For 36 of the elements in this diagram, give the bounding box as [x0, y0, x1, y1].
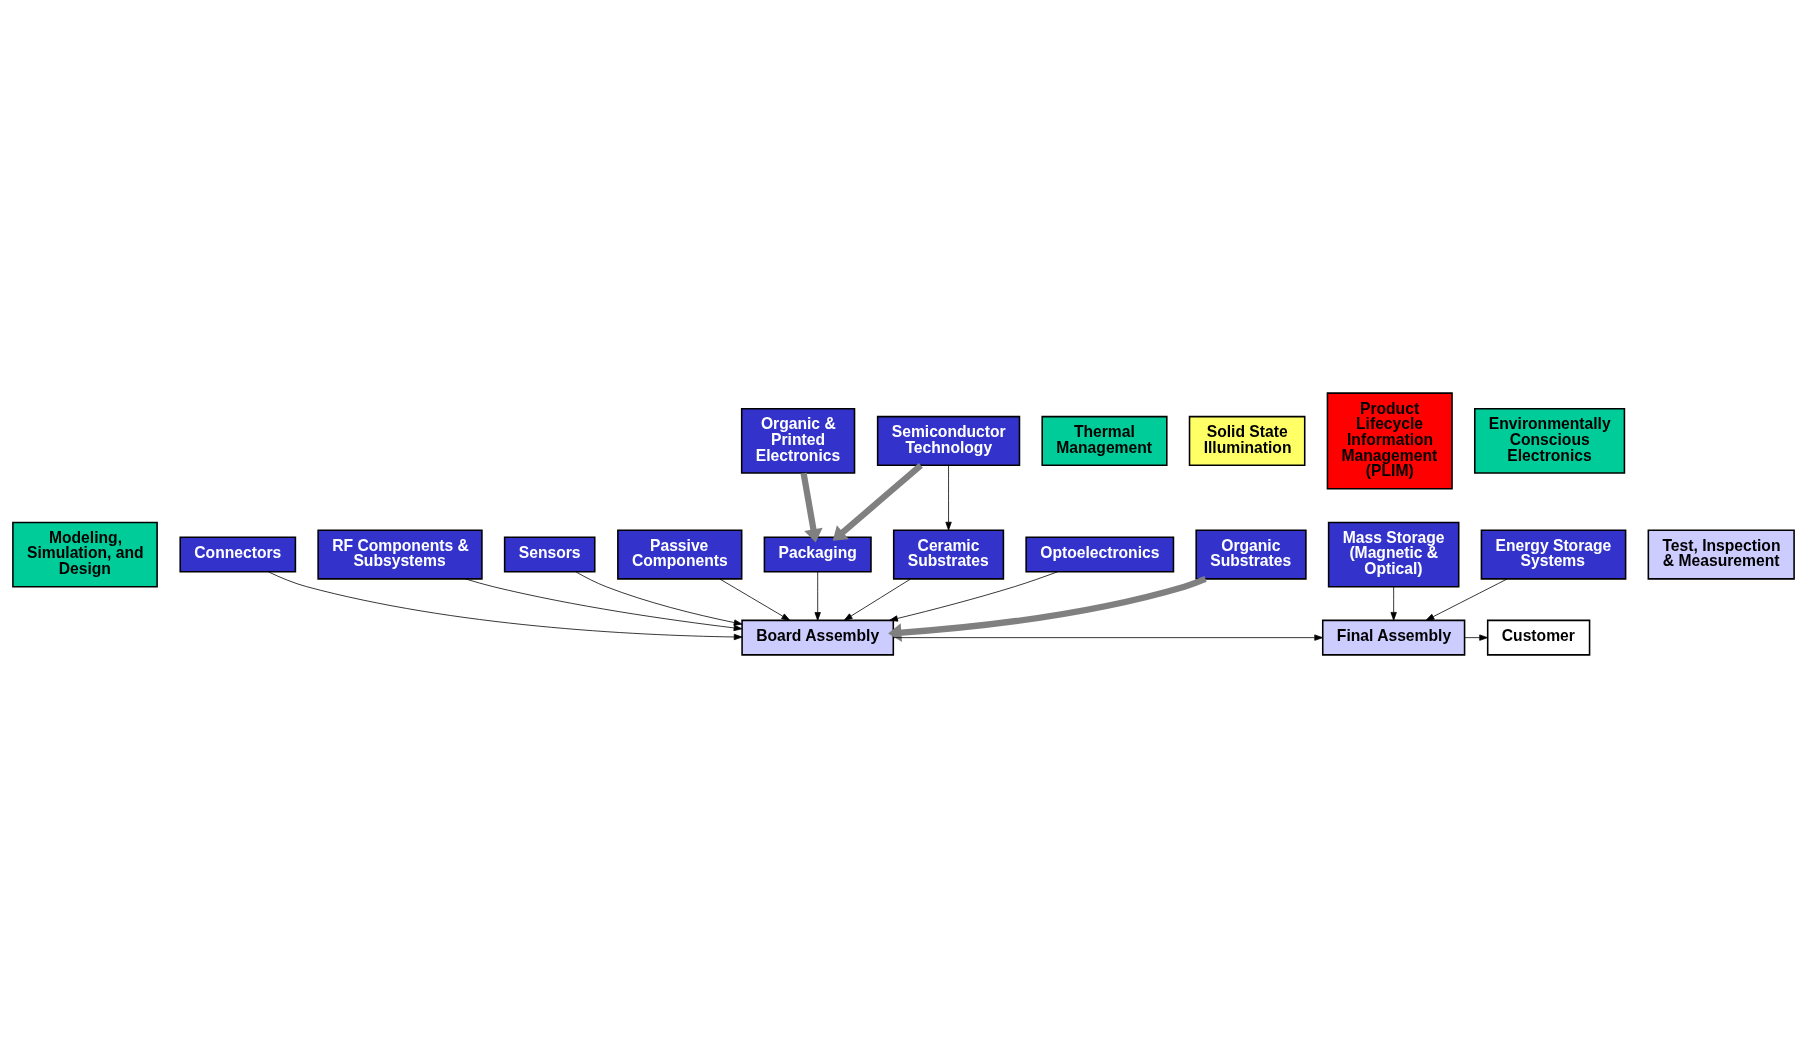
arrow [575, 571, 743, 626]
node-box: Sensors [503, 536, 596, 573]
arrow [1464, 634, 1488, 641]
arrow [814, 570, 821, 621]
arrow [889, 570, 1058, 622]
node-box: Energy Storage Systems [1480, 529, 1627, 580]
arrow [832, 462, 923, 541]
arrow [945, 464, 952, 530]
node-box: Modeling, Simulation, and Design [12, 521, 158, 587]
node-box: Test, Inspection & Measurement [1647, 529, 1795, 580]
node-box: Final Assembly [1321, 619, 1466, 656]
node-box: Thermal Management [1041, 415, 1168, 466]
node-box: Customer [1486, 619, 1591, 656]
node-box: Connectors [179, 536, 297, 573]
node-box: Product Lifecycle Information Management (PLIM) [1326, 391, 1453, 490]
node-box: Optoelectronics [1025, 536, 1175, 573]
arrow [464, 577, 743, 631]
arrow [1390, 585, 1397, 621]
arrow [1425, 578, 1508, 621]
arrow [719, 578, 791, 621]
node-box: RF Components & Subsystems [317, 529, 483, 580]
node-box: Packaging [763, 536, 872, 573]
arrow [268, 571, 743, 640]
node-box: Semiconductor Technology [876, 415, 1021, 466]
node-box: Organic & Printed Electronics [740, 407, 856, 474]
node-box: Environmentally Conscious Electronics [1473, 407, 1626, 474]
node-box: Organic Substrates [1195, 529, 1307, 580]
arrow [892, 634, 1323, 641]
node-box: Solid State Illumination [1188, 415, 1306, 466]
node-box: Passive Components [617, 529, 743, 580]
arrow [888, 575, 1207, 642]
node-box: Board Assembly [741, 619, 895, 656]
arrow [800, 472, 823, 542]
arrow [843, 578, 912, 621]
node-box: Ceramic Substrates [892, 529, 1005, 580]
node-box: Mass Storage (Magnetic & Optical) [1327, 521, 1460, 587]
